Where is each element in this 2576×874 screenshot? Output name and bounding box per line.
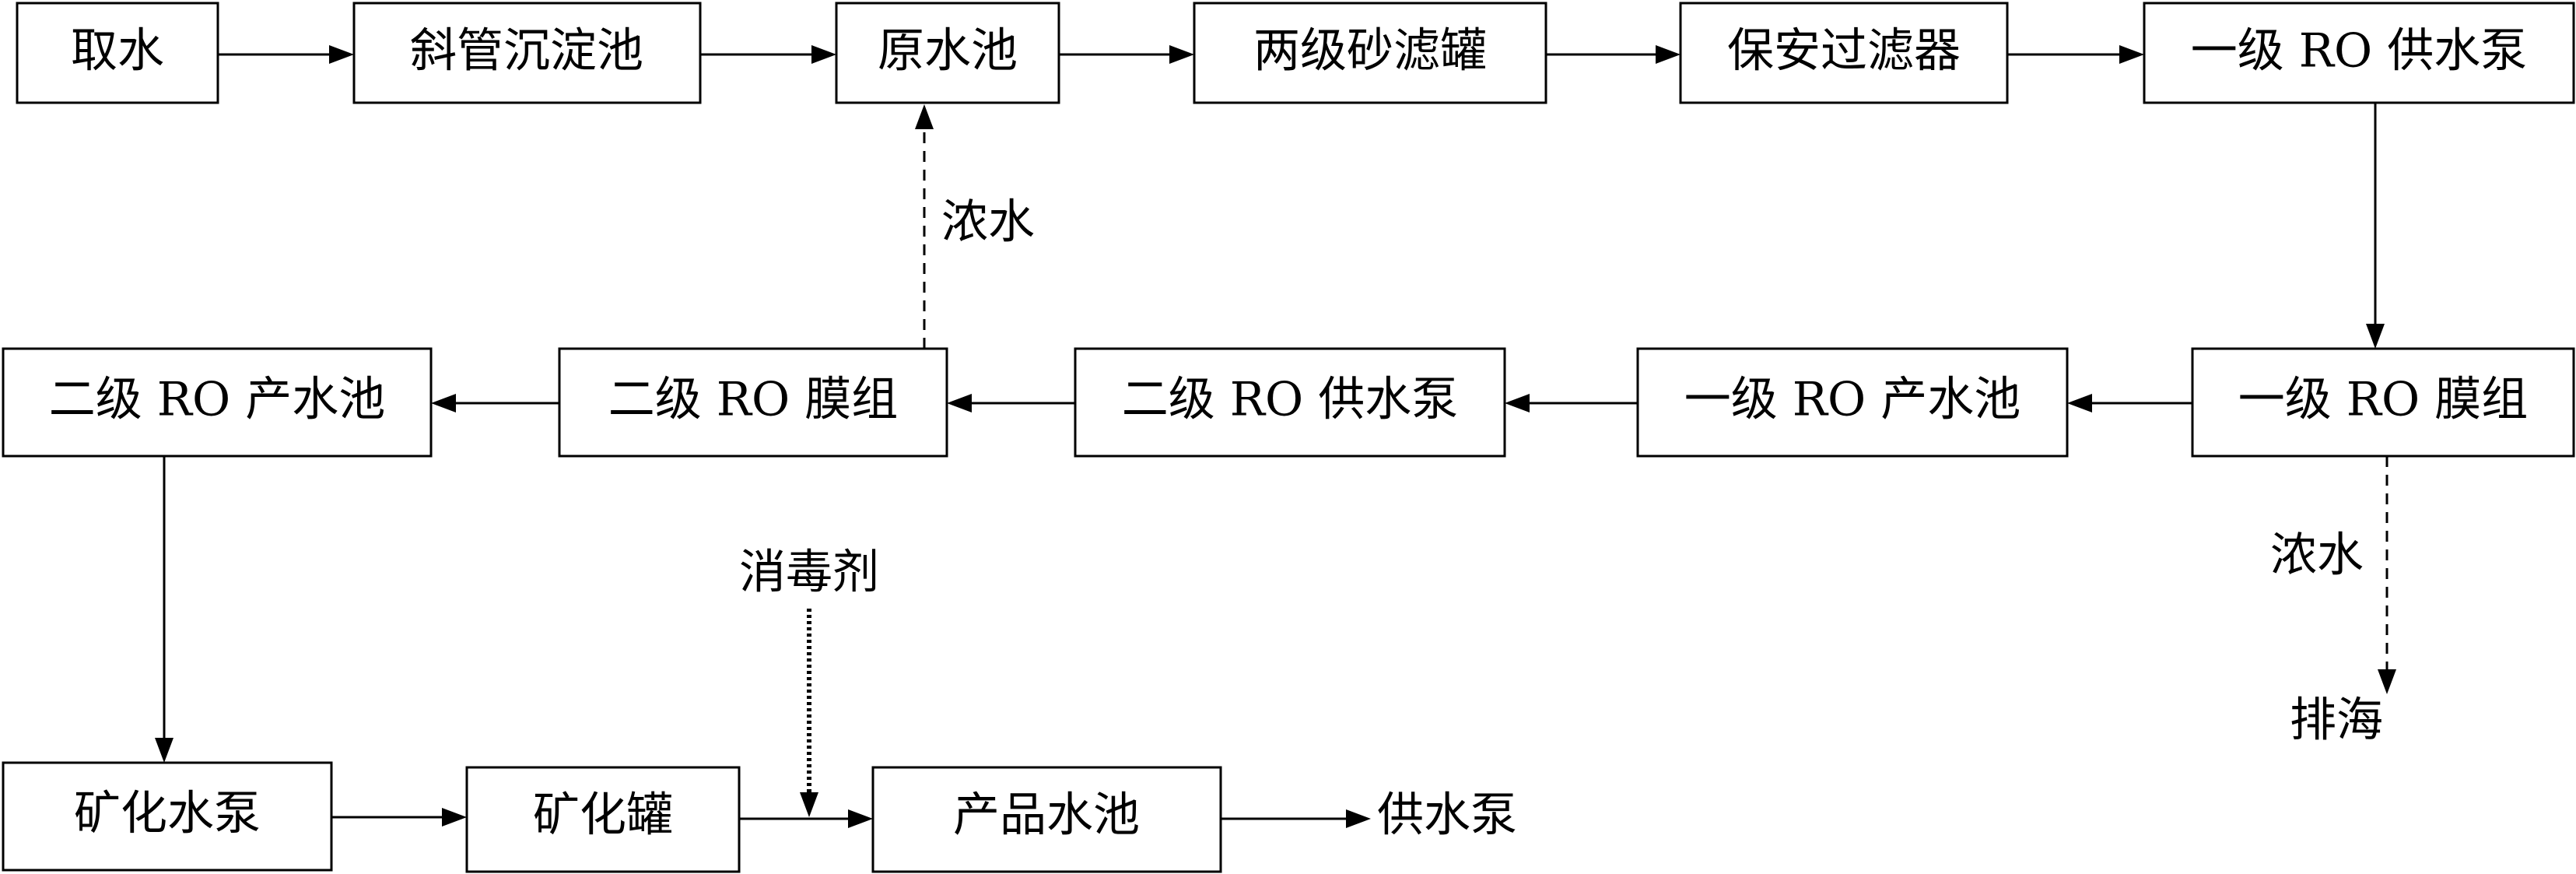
node-ro1-feed-pump-label: 一级 RO 供水泵 bbox=[2191, 24, 2528, 79]
node-security-filter-label: 保安过滤器 bbox=[1727, 24, 1961, 79]
node-ro2-product-tank: 二级 RO 产水池 bbox=[2, 347, 433, 458]
arrow-ro2-membrane-to-ro2-tank bbox=[431, 394, 559, 412]
node-intake: 取水 bbox=[16, 2, 219, 104]
label-discharge-to-sea: 排海 bbox=[2290, 693, 2383, 748]
node-ro1-membrane: 一级 RO 膜组 bbox=[2191, 347, 2575, 458]
label-supply-pump: 供水泵 bbox=[1377, 788, 1517, 843]
arrow-product-tank-to-supply-pump bbox=[1221, 809, 1371, 828]
arrow-mineral-pump-to-mineral-tank bbox=[331, 808, 467, 827]
node-sloped-tube-settling: 斜管沉淀池 bbox=[352, 2, 702, 104]
arrow-intake-to-settling bbox=[218, 45, 354, 64]
arrow-mineral-tank-to-product-tank bbox=[739, 809, 873, 828]
arrow-security-filter-to-ro1-pump bbox=[2007, 45, 2144, 64]
arrow-ro1-tank-to-ro2-pump bbox=[1505, 394, 1638, 412]
arrow-ro1-pump-to-ro1-membrane bbox=[2366, 103, 2385, 349]
node-intake-label: 取水 bbox=[71, 24, 164, 79]
arrow-raw-tank-to-sand-filter bbox=[1059, 45, 1194, 64]
arrow-settling-to-raw-tank bbox=[700, 45, 836, 64]
node-raw-water-tank-label: 原水池 bbox=[878, 24, 1018, 79]
node-ro2-membrane: 二级 RO 膜组 bbox=[558, 347, 948, 458]
arrow-ro2-pump-to-ro2-membrane bbox=[947, 394, 1075, 412]
node-mineral-pump: 矿化水泵 bbox=[2, 761, 333, 872]
node-two-stage-sand-filter: 两级砂滤罐 bbox=[1193, 2, 1547, 104]
node-sloped-tube-settling-label: 斜管沉淀池 bbox=[410, 24, 643, 79]
node-mineral-pump-label: 矿化水泵 bbox=[74, 787, 261, 841]
node-ro1-product-tank-label: 一级 RO 产水池 bbox=[1684, 373, 2021, 427]
node-raw-water-tank: 原水池 bbox=[835, 2, 1060, 104]
node-two-stage-sand-filter-label: 两级砂滤罐 bbox=[1253, 24, 1487, 79]
node-ro1-feed-pump: 一级 RO 供水泵 bbox=[2143, 2, 2575, 104]
node-ro2-feed-pump-label: 二级 RO 供水泵 bbox=[1122, 373, 1459, 427]
node-ro2-product-tank-label: 二级 RO 产水池 bbox=[49, 373, 386, 427]
node-ro1-product-tank: 一级 RO 产水池 bbox=[1636, 347, 2069, 458]
node-product-water-tank-label: 产品水池 bbox=[953, 788, 1140, 843]
node-ro2-membrane-label: 二级 RO 膜组 bbox=[608, 373, 899, 427]
arrow-concentrate-discharge bbox=[2378, 456, 2396, 694]
node-product-water-tank: 产品水池 bbox=[871, 766, 1222, 873]
node-mineral-tank: 矿化罐 bbox=[465, 766, 741, 873]
arrow-sand-filter-to-security-filter bbox=[1546, 45, 1681, 64]
label-disinfectant: 消毒剂 bbox=[739, 546, 879, 600]
arrow-ro2-tank-to-mineral-pump bbox=[155, 456, 173, 763]
arrow-disinfectant-dosing bbox=[800, 609, 818, 817]
node-ro1-membrane-label: 一级 RO 膜组 bbox=[2238, 373, 2529, 427]
node-ro2-feed-pump: 二级 RO 供水泵 bbox=[1074, 347, 1506, 458]
label-concentrate-discharge: 浓水 bbox=[2270, 528, 2364, 583]
node-mineral-tank-label: 矿化罐 bbox=[533, 788, 673, 843]
label-concentrate-return: 浓水 bbox=[941, 195, 1035, 250]
arrow-ro1-membrane-to-ro1-tank bbox=[2067, 394, 2192, 412]
node-security-filter: 保安过滤器 bbox=[1679, 2, 2009, 104]
arrow-concentrate-return bbox=[915, 104, 934, 349]
